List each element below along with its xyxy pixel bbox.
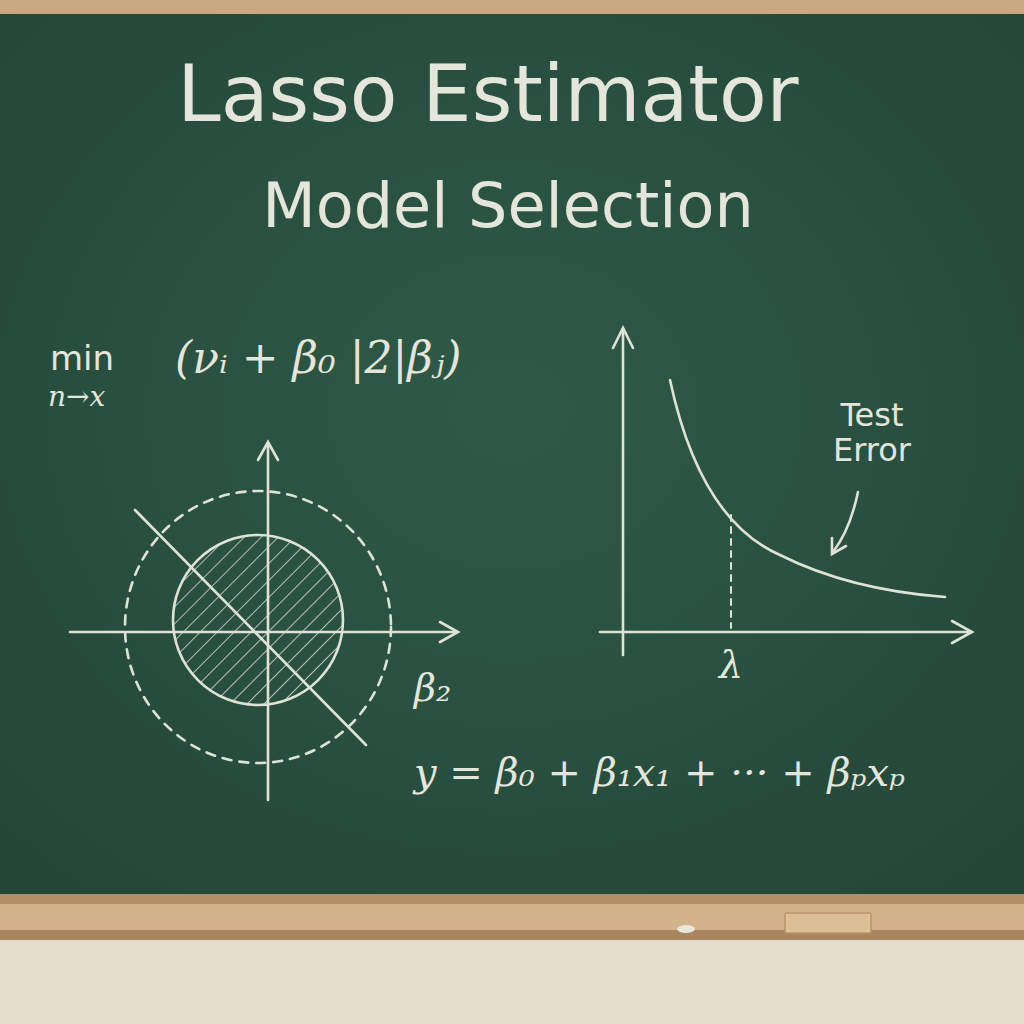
- curve-label: Test Error: [817, 398, 927, 468]
- axis-label: β₂: [414, 668, 451, 710]
- subtitle: Model Selection: [262, 172, 754, 240]
- model-equation: y = β₀ + β₁x₁ + ··· + βₚxₚ: [414, 750, 905, 794]
- objective-formula: (νᵢ + β₀ |2|βⱼ): [175, 334, 462, 382]
- axis-label: λ: [719, 645, 743, 687]
- board-title: Lasso Estimator: [177, 52, 798, 138]
- limit-subscript: n→x: [48, 382, 105, 413]
- min-operator: min: [50, 340, 114, 377]
